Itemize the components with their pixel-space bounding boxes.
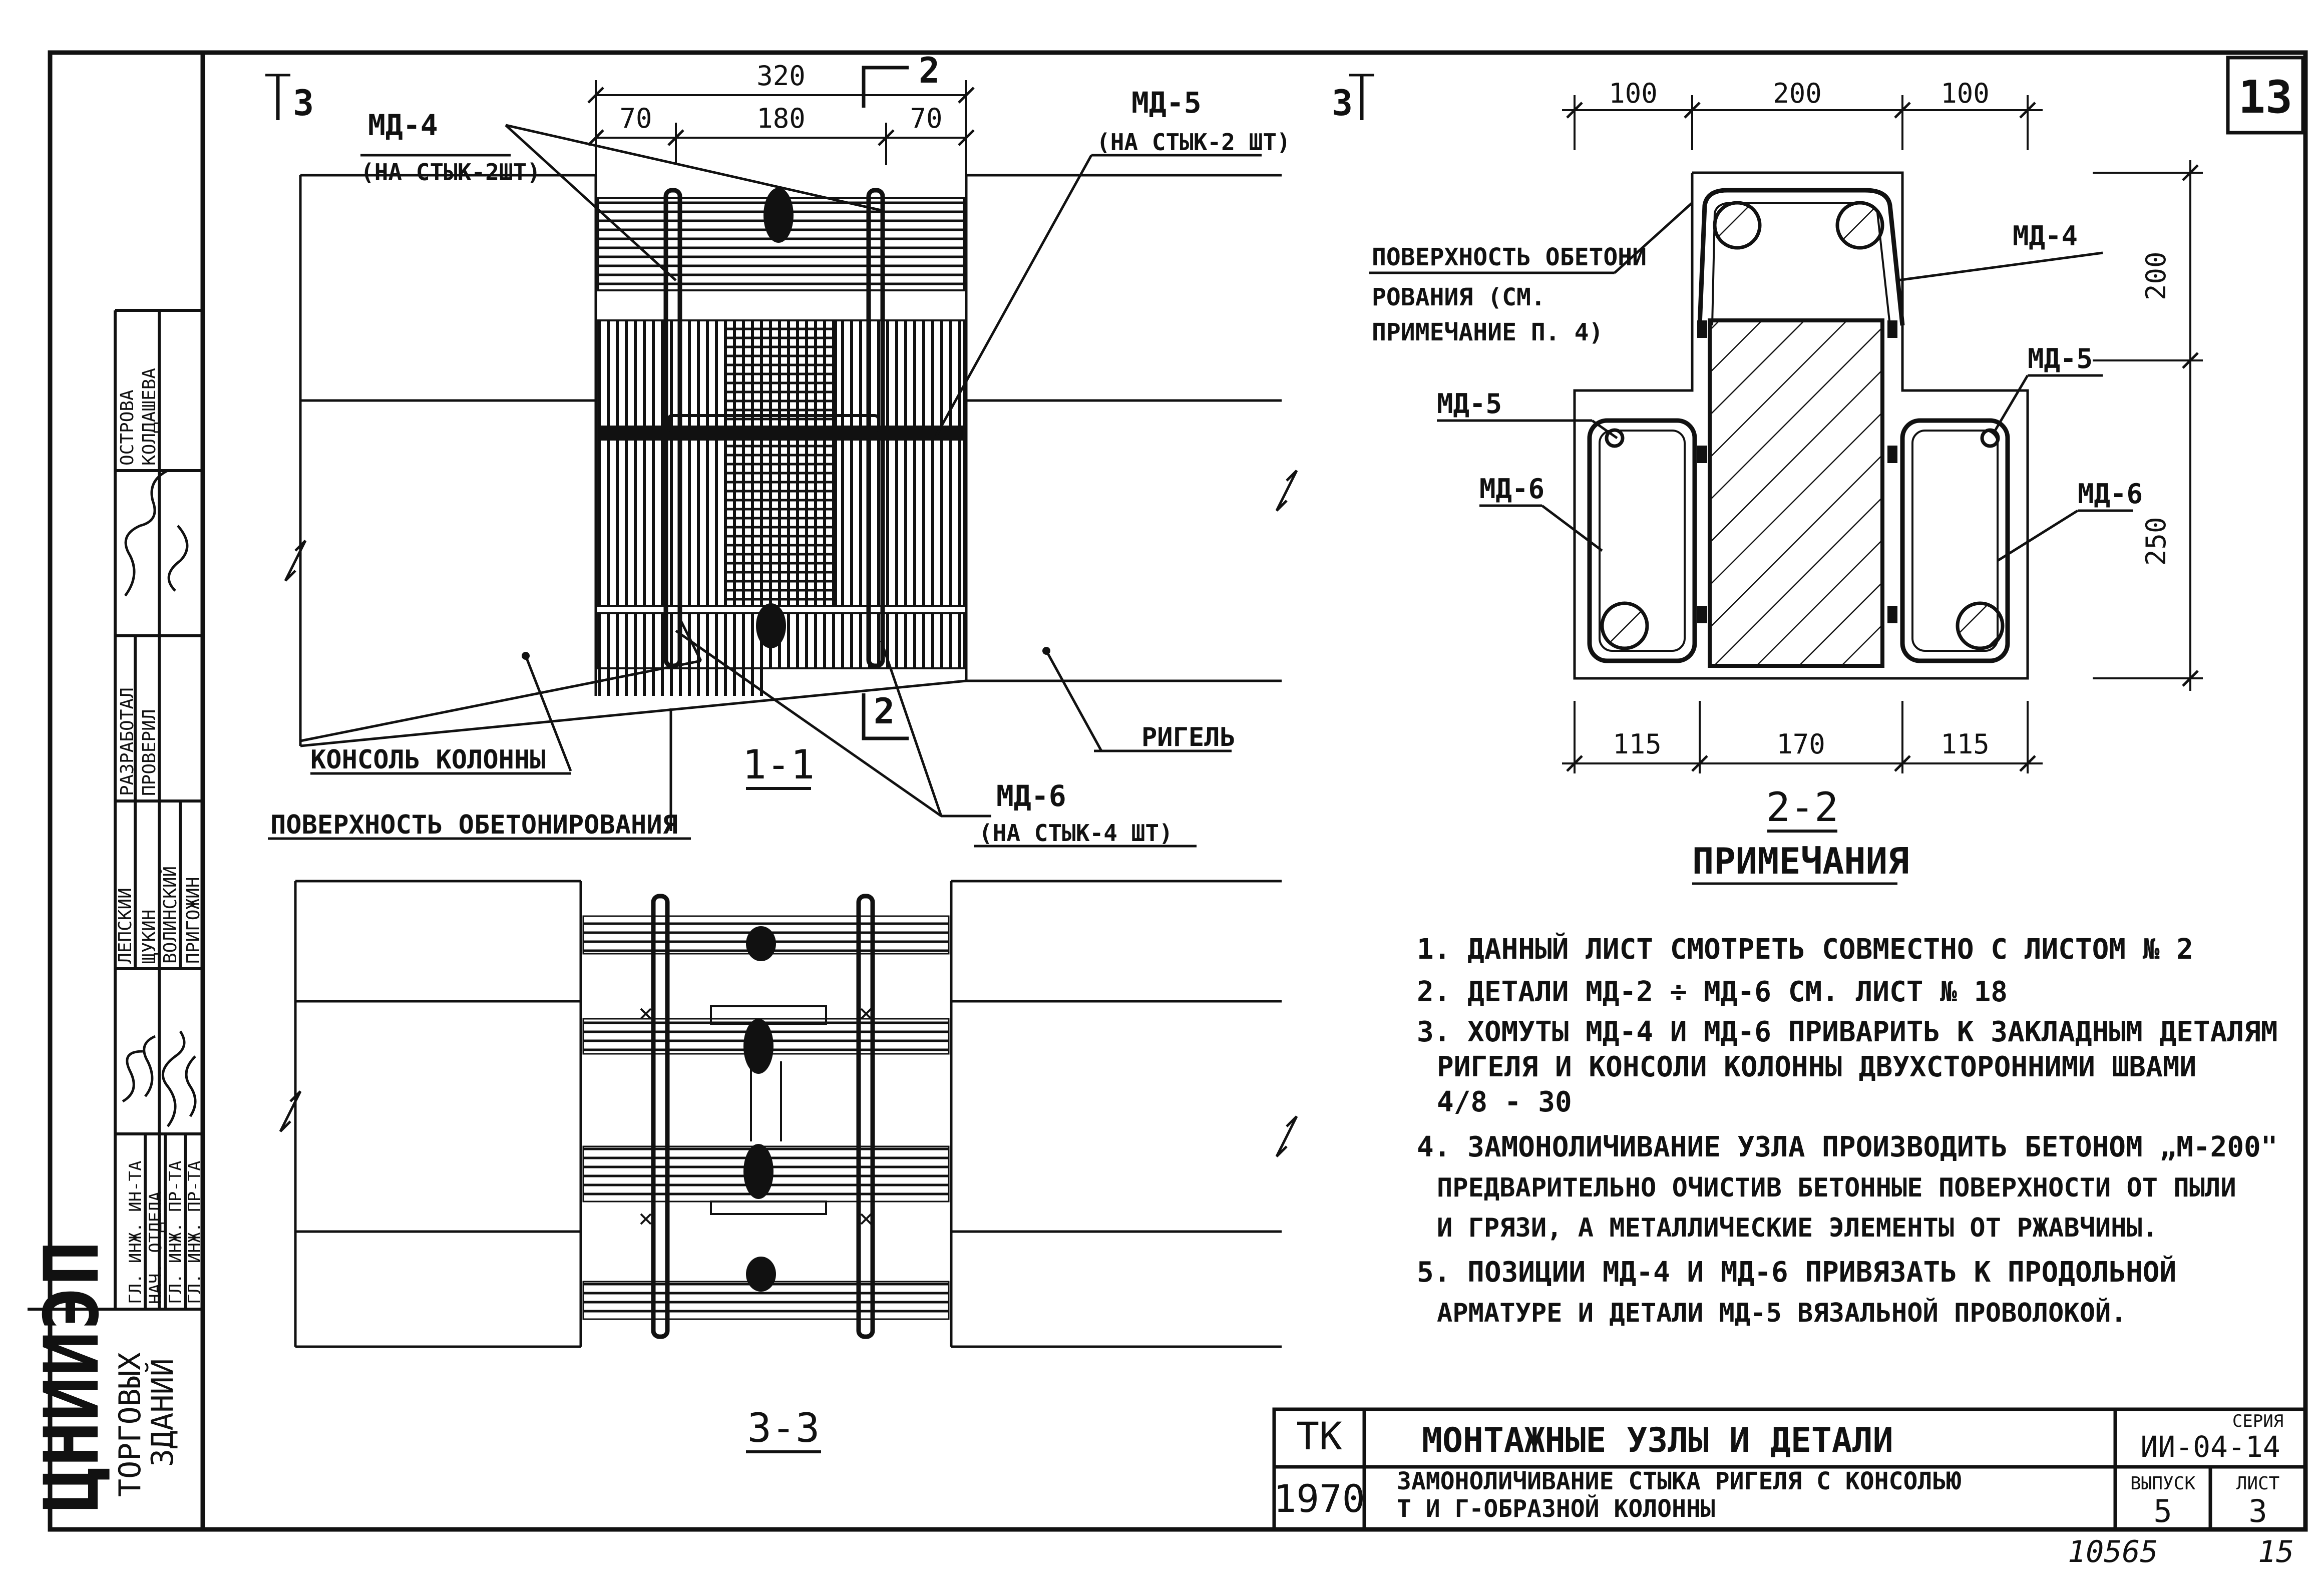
role-2: НАЧ. ОТДЕЛА [146,1191,166,1304]
callout-md6-qty: (НА СТЫК-4 ШТ) [979,820,1173,847]
dim-top-3: 100 [1941,78,1990,109]
dim-right-2: 250 [2140,517,2172,566]
view-3-3: 3-3 [279,880,1298,1453]
view-3-3-title: 3-3 [747,1405,820,1451]
tb-sheet-value: 3 [2248,1493,2267,1529]
view-2-2: 100 200 100 115 170 115 2 [1369,78,2203,833]
title-block: ТК 1970 МОНТАЖНЫЕ УЗЛЫ И ДЕТАЛИ ЗАМОНОЛИ… [1272,1407,2307,1531]
sheet-number: 13 [2238,71,2292,124]
notes-heading: ПРИМЕЧАНИЯ [1692,840,1909,882]
callout-md6: МД-6 [996,779,1066,813]
callout-girder: РИГЕЛЬ [1141,722,1236,752]
dim-bottom-2: 170 [1776,728,1825,760]
tb-series-label: СЕРИЯ [2232,1411,2283,1431]
callout-md4: МД-4 [368,108,438,142]
label-md6-right: МД-6 [2078,478,2143,510]
surface-note-l1: ПОВЕРХНОСТЬ ОБЕТОНИ [1372,243,1647,271]
callout-md4-qty: (НА СТЫК-2ШТ) [360,159,541,186]
name-3: ВОЛИНСКИЙ [160,866,181,964]
section-marker-2-top: 2 [862,50,940,108]
note-line-2: 2. ДЕТАЛИ МД-2 ÷ МД-6 СМ. ЛИСТ № 18 [1417,976,2008,1008]
view-2-2-title-group: 2-2 [1766,784,1839,833]
note-line-1: 1. ДАННЫЙ ЛИСТ СМОТРЕТЬ СОВМЕСТНО С ЛИСТ… [1417,933,2193,966]
note-line-9: 5. ПОЗИЦИИ МД-4 И МД-6 ПРИВЯЗАТЬ К ПРОДО… [1417,1256,2176,1289]
surface-note-l2: РОВАНИЯ (СМ. [1372,283,1545,311]
dim-mid: 180 [756,103,806,134]
tb-issue-value: 5 [2153,1493,2172,1529]
svg-text:2: 2 [919,50,940,91]
callout-console: КОНСОЛЬ КОЛОННЫ [310,745,546,775]
sheet-number-box: 13 [2226,56,2305,135]
label-md5-right: МД-5 [2028,343,2093,374]
dim-bottom-1: 115 [1613,728,1662,760]
role-4: ГЛ. ИНЖ. ПР-ТА [185,1160,205,1304]
label-md4: МД-4 [2013,220,2078,252]
callout-md5-qty: (НА СТЫК-2 ШТ) [1096,129,1291,156]
archive-number: 10565 [2068,1534,2158,1569]
dim-top-2: 200 [1773,78,1822,109]
surface-note-l3: ПРИМЕЧАНИЕ П. 4) [1372,318,1603,346]
dim-right-1: 200 [2140,251,2172,300]
notes: ПРИМЕЧАНИЯ 1. ДАННЫЙ ЛИСТ СМОТРЕТЬ СОВМЕ… [1417,840,2277,1328]
dim-right: 70 [910,103,942,134]
role-checked: ПРОВЕРИЛ [139,709,160,796]
note-line-5: 4/8 - 30 [1437,1086,1572,1118]
label-md5-left: МД-5 [1437,388,1502,420]
name-2: ЩУКИН [139,910,160,964]
view-3-3-title-group: 3-3 [746,1405,821,1453]
note-line-10: АРМАТУРЕ И ДЕТАЛИ МД-5 ВЯЗАЛЬНОЙ ПРОВОЛО… [1437,1298,2127,1328]
label-md6-left: МД-6 [1479,473,1544,505]
tb-code: ТК [1296,1414,1342,1458]
org-sub-2: ЗДАНИЙ [144,1358,180,1467]
sheet-frame [48,50,2308,1532]
dim-top-1: 100 [1609,78,1658,109]
section-marker-3-left: 3 [265,74,314,124]
dim-total: 320 [756,60,806,92]
org-sub-1: ТОРГОВЫХ [113,1352,148,1497]
note-line-7: ПРЕДВАРИТЕЛЬНО ОЧИСТИВ БЕТОННЫЕ ПОВЕРХНО… [1437,1173,2236,1203]
tb-sheet-label: ЛИСТ [2236,1473,2280,1494]
dim-bottom-3: 115 [1941,728,1990,760]
note-line-4: РИГЕЛЯ И КОНСОЛИ КОЛОННЫ ДВУХСТОРОННИМИ … [1437,1051,2196,1083]
svg-text:3: 3 [1332,83,1353,124]
section-marker-2-bottom: 2 [862,691,909,740]
view-2-2-title: 2-2 [1766,784,1839,831]
note-line-6: 4. ЗАМОНОЛИЧИВАНИЕ УЗЛА ПРОИЗВОДИТЬ БЕТО… [1417,1131,2277,1163]
name-4: ПРИГОЖИН [183,877,204,964]
callout-surface: ПОВЕРХНОСТЬ ОБЕТОНИРОВАНИЯ [270,810,678,840]
dim-left: 70 [619,103,652,134]
side-stamp: ЦНИИЭП ТОРГОВЫХ ЗДАНИЙ ГЛ. ИНЖ. ИН-ТА НА… [28,309,205,1512]
view-1-1-title-group: 1-1 [742,741,815,790]
tb-series-value: ИИ-04-14 [2140,1430,2280,1464]
name-checker: КОЛДАШЕВА [139,368,160,466]
tb-title: МОНТАЖНЫЕ УЗЛЫ И ДЕТАЛИ [1422,1421,1893,1460]
tb-subtitle-2: Т И Г-ОБРАЗНОЙ КОЛОННЫ [1397,1494,1715,1523]
tb-year: 1970 [1273,1476,1365,1521]
view-1-1: 320 70 180 70 3 3 2 2 [265,50,1374,848]
role-1: ГЛ. ИНЖ. ИН-ТА [126,1160,146,1304]
role-3: ГЛ. ИНЖ. ПР-ТА [166,1160,186,1304]
note-line-8: И ГРЯЗИ, А МЕТАЛЛИЧЕСКИЕ ЭЛЕМЕНТЫ ОТ РЖА… [1437,1213,2158,1243]
callout-md5: МД-5 [1131,86,1202,120]
svg-text:2: 2 [874,691,895,732]
page-number: 15 [2258,1534,2294,1569]
name-developer: ОСТРОВА [117,389,138,466]
svg-text:3: 3 [293,83,314,124]
org-name: ЦНИИЭП [29,1241,116,1512]
view-1-1-title: 1-1 [742,741,815,788]
name-1: ЛЕПСКИЙ [115,888,136,964]
note-line-3: 3. ХОМУТЫ МД-4 И МД-6 ПРИВАРИТЬ К ЗАКЛАД… [1417,1016,2277,1048]
tb-subtitle-1: ЗАМОНОЛИЧИВАНИЕ СТЫКА РИГЕЛЯ С КОНСОЛЬЮ [1397,1467,1961,1495]
section-marker-3-right: 3 [1332,74,1374,124]
signature-marks [122,469,197,1127]
role-developed: РАЗРАБОТАЛ [117,687,138,796]
tb-issue-label: ВЫПУСК [2130,1473,2195,1494]
